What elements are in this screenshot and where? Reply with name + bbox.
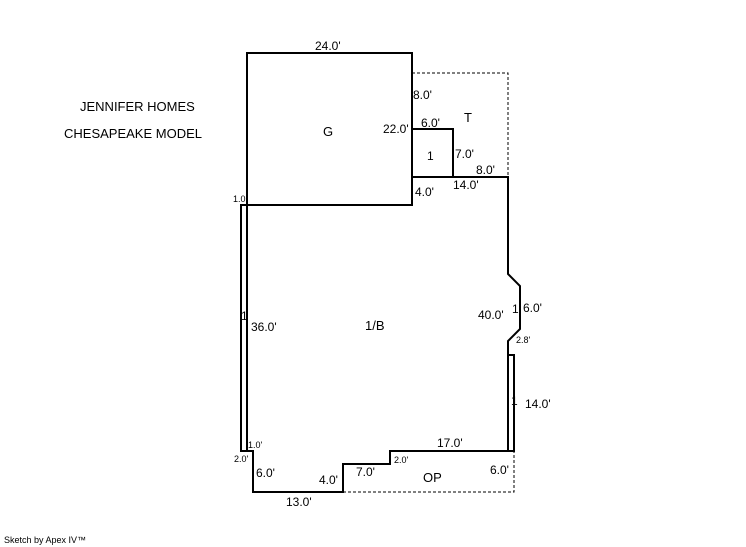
left-strip-outline	[240, 204, 248, 452]
dim-left-strip-top: 1.0	[233, 194, 246, 204]
dim-t-small-top: 6.0'	[421, 116, 440, 130]
area-label-t: T	[464, 110, 472, 125]
t-area-outline	[412, 72, 509, 177]
dim-notch-down: 4.0'	[415, 185, 434, 199]
dim-main-bottom-right: 17.0'	[437, 436, 463, 450]
area-label-main: 1/B	[365, 318, 385, 333]
dim-g-right: 22.0'	[383, 122, 409, 136]
sketch-credit: Sketch by Apex IV™	[4, 535, 87, 545]
company-name: JENNIFER HOMES	[80, 99, 195, 114]
main-living-outline	[246, 128, 521, 493]
dim-op-right: 6.0'	[490, 463, 509, 477]
dim-step-left-down: 2.0'	[234, 454, 249, 464]
area-label-bay-one: 1	[512, 302, 519, 316]
dim-bay-depth: 2.8'	[516, 335, 531, 345]
dim-bottom-across: 13.0'	[286, 495, 312, 509]
dim-g-right-upper: 8.0'	[413, 88, 432, 102]
op-area-outline	[253, 451, 515, 493]
dim-left-strip-bottom: 1.0'	[248, 440, 263, 450]
area-label-small-one: 1	[427, 149, 434, 163]
dim-step-up-1: 4.0'	[319, 473, 338, 487]
dim-bay-face: 6.0'	[523, 301, 542, 315]
area-label-right-one: 1	[511, 394, 518, 408]
area-label-left-one: 1	[241, 309, 248, 323]
dim-step-up-2: 2.0'	[394, 455, 409, 465]
model-name: CHESAPEAKE MODEL	[64, 126, 202, 141]
dim-main-right: 40.0'	[478, 308, 504, 322]
dim-main-top: 14.0'	[453, 178, 479, 192]
dim-t-right-top: 8.0'	[476, 163, 495, 177]
dim-main-left: 36.0'	[251, 320, 277, 334]
dim-step-across-2: 7.0'	[356, 465, 375, 479]
dim-right-wing: 14.0'	[525, 397, 551, 411]
dim-g-top: 24.0'	[315, 39, 341, 53]
dim-t-small-right: 7.0'	[455, 147, 474, 161]
dim-step-left-across: 6.0'	[256, 466, 275, 480]
area-label-g: G	[323, 124, 334, 139]
area-label-op: OP	[423, 470, 442, 485]
